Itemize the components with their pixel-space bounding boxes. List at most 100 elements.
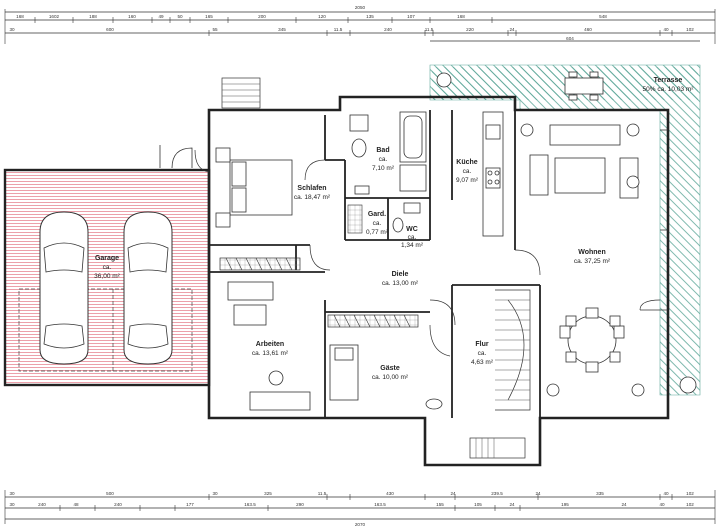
svg-text:604: 604 <box>566 36 574 41</box>
dim-top-total: 2050 <box>355 5 366 10</box>
svg-text:36,00 m²: 36,00 m² <box>94 273 120 280</box>
svg-text:Arbeiten: Arbeiten <box>256 341 284 348</box>
svg-text:ca.: ca. <box>373 220 382 227</box>
dimension-lines-bottom: 30 500 30 325 11.5 430 24 239.5 24 335 4… <box>4 490 716 527</box>
svg-text:ca.: ca. <box>103 264 112 271</box>
svg-text:55: 55 <box>212 27 218 32</box>
svg-text:Diele: Diele <box>392 271 409 278</box>
svg-text:Gäste: Gäste <box>380 365 400 372</box>
svg-text:177: 177 <box>186 502 194 507</box>
room-label-kueche: Küche ca. 9,07 m² <box>456 159 479 184</box>
svg-text:Terrasse: Terrasse <box>654 77 683 84</box>
svg-text:ca.: ca. <box>379 156 388 163</box>
svg-text:1602: 1602 <box>49 14 60 19</box>
svg-text:102: 102 <box>686 27 694 32</box>
svg-text:40: 40 <box>659 502 665 507</box>
room-label-schlafen: Schlafen ca. 18,47 m² <box>294 185 331 201</box>
svg-text:24: 24 <box>621 502 627 507</box>
svg-text:105: 105 <box>474 502 482 507</box>
svg-text:24: 24 <box>509 27 515 32</box>
svg-text:102: 102 <box>686 491 694 496</box>
svg-text:195: 195 <box>561 502 569 507</box>
svg-text:1,34 m²: 1,34 m² <box>401 242 424 249</box>
svg-text:ca. 10,00 m²: ca. 10,00 m² <box>372 374 409 381</box>
svg-text:ca. 13,61 m²: ca. 13,61 m² <box>252 350 289 357</box>
svg-text:220: 220 <box>466 27 474 32</box>
svg-text:163.5: 163.5 <box>244 502 256 507</box>
svg-text:Wohnen: Wohnen <box>578 249 605 256</box>
room-label-flur: Flur ca. 4,63 m² <box>471 341 494 366</box>
svg-text:325: 325 <box>264 491 272 496</box>
svg-text:48: 48 <box>73 502 79 507</box>
svg-text:24: 24 <box>509 502 515 507</box>
svg-text:ca.: ca. <box>408 234 417 241</box>
svg-text:335: 335 <box>596 491 604 496</box>
svg-text:30: 30 <box>9 27 15 32</box>
svg-text:30: 30 <box>212 491 218 496</box>
garage-area <box>3 145 211 387</box>
svg-text:11.5: 11.5 <box>334 27 343 32</box>
svg-text:548: 548 <box>599 14 607 19</box>
room-label-gard: Gard. ca. 0,77 m² <box>366 211 389 236</box>
car-left-icon <box>39 211 89 365</box>
svg-text:168: 168 <box>457 14 465 19</box>
svg-text:460: 460 <box>584 27 592 32</box>
svg-text:49: 49 <box>158 14 164 19</box>
svg-text:290: 290 <box>296 502 304 507</box>
svg-text:430: 430 <box>386 491 394 496</box>
room-label-diele: Diele ca. 13,00 m² <box>382 271 419 287</box>
svg-text:9,07 m²: 9,07 m² <box>456 177 479 184</box>
svg-text:200: 200 <box>258 14 266 19</box>
svg-text:165: 165 <box>205 14 213 19</box>
svg-text:4,63 m²: 4,63 m² <box>471 359 494 366</box>
svg-text:500: 500 <box>106 491 114 496</box>
svg-text:239.5: 239.5 <box>491 491 503 496</box>
room-label-terrasse: Terrasse 50% ca. 10,03 m² <box>643 77 695 93</box>
svg-text:Flur: Flur <box>475 341 488 348</box>
svg-text:ca. 13,00 m²: ca. 13,00 m² <box>382 280 419 287</box>
svg-text:188: 188 <box>89 14 97 19</box>
walls <box>194 77 670 467</box>
svg-text:50% ca. 10,03 m²: 50% ca. 10,03 m² <box>643 86 695 93</box>
svg-text:30: 30 <box>9 491 15 496</box>
svg-text:Küche: Küche <box>456 159 478 166</box>
room-label-bad: Bad ca. 7,10 m² <box>372 147 395 172</box>
svg-text:30: 30 <box>9 502 15 507</box>
dim-bottom-total: 2070 <box>355 522 366 527</box>
svg-text:WC: WC <box>406 226 418 233</box>
svg-text:Garage: Garage <box>95 255 119 262</box>
svg-text:600: 600 <box>106 27 114 32</box>
svg-text:ca. 18,47 m²: ca. 18,47 m² <box>294 194 331 201</box>
furniture <box>215 111 645 411</box>
svg-text:ca. 37,25 m²: ca. 37,25 m² <box>574 258 611 265</box>
svg-text:163.5: 163.5 <box>374 502 386 507</box>
svg-text:168: 168 <box>16 14 24 19</box>
svg-text:40: 40 <box>663 27 669 32</box>
svg-text:24: 24 <box>535 491 541 496</box>
room-label-wohnen: Wohnen ca. 37,25 m² <box>574 249 611 265</box>
svg-text:50: 50 <box>177 14 183 19</box>
svg-text:102: 102 <box>686 502 694 507</box>
svg-text:11.5: 11.5 <box>425 27 434 32</box>
svg-text:ca.: ca. <box>478 350 487 357</box>
svg-text:240: 240 <box>384 27 392 32</box>
svg-text:24: 24 <box>450 491 456 496</box>
dimension-lines-top: 2050 168 1602 188 160 49 50 165 200 120 … <box>4 5 716 44</box>
svg-text:135: 135 <box>366 14 374 19</box>
svg-text:40: 40 <box>663 491 669 496</box>
car-right-icon <box>123 211 173 365</box>
svg-text:160: 160 <box>128 14 136 19</box>
svg-text:Schlafen: Schlafen <box>297 185 326 192</box>
room-label-wc: WC ca. 1,34 m² <box>401 226 424 249</box>
svg-text:155: 155 <box>436 502 444 507</box>
svg-text:240: 240 <box>114 502 122 507</box>
terrace-area <box>429 64 701 396</box>
room-label-gaeste: Gäste ca. 10,00 m² <box>372 365 409 381</box>
svg-text:240: 240 <box>38 502 46 507</box>
svg-text:107: 107 <box>407 14 415 19</box>
svg-text:ca.: ca. <box>463 168 472 175</box>
svg-text:11.5: 11.5 <box>318 491 327 496</box>
room-label-garage: Garage ca. 36,00 m² <box>94 255 120 280</box>
svg-text:7,10 m²: 7,10 m² <box>372 165 395 172</box>
